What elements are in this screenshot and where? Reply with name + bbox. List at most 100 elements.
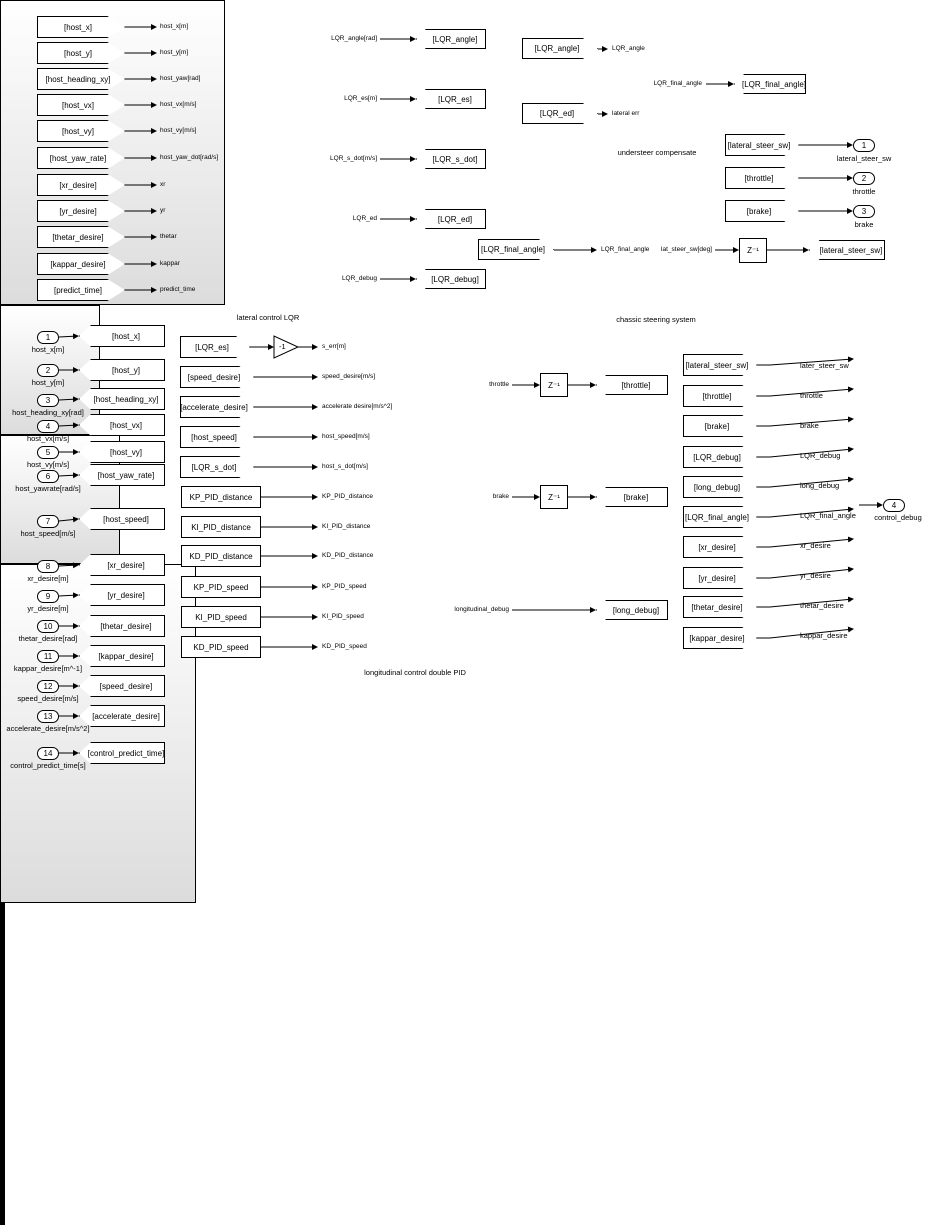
constant-7[interactable]: KD_PID_distance: [181, 545, 261, 567]
constant-5[interactable]: KP_PID_distance: [181, 486, 261, 508]
goto-tag-inport-10[interactable]: [thetar_desire]: [79, 615, 165, 637]
goto-tag-inport-9[interactable]: [yr_desire]: [79, 584, 165, 606]
goto-tag-inport-8[interactable]: [xr_desire]: [79, 554, 165, 576]
inport-8[interactable]: 8: [37, 560, 59, 573]
outport-control-debug[interactable]: 4: [883, 499, 905, 512]
constant-8[interactable]: KP_PID_speed: [181, 576, 261, 598]
from-tag-out-0[interactable]: [lateral_steer_sw]: [725, 134, 799, 156]
goto-tag-lqr-2[interactable]: [LQR_s_dot]: [416, 149, 486, 169]
goto-tag-inport-14[interactable]: [control_predict_time]: [79, 742, 165, 764]
from-tag-long-3[interactable]: [host_speed]: [180, 426, 254, 448]
goto-tag-lqr-3[interactable]: [LQR_ed]: [416, 209, 486, 229]
from-tag-mux-2[interactable]: [brake]: [683, 415, 757, 437]
lqr-outport-label: LQR_es[m]: [344, 95, 377, 102]
from-tag-out-2[interactable]: [brake]: [725, 200, 799, 222]
unit-delay-steer[interactable]: Z⁻¹: [739, 238, 767, 263]
goto-tag-inport-2[interactable]: [host_y]: [79, 359, 165, 381]
from-tag-chassis-in[interactable]: [LQR_final_angle]: [478, 239, 554, 260]
from-tag-mux-4[interactable]: [long_debug]: [683, 476, 757, 498]
inport-14[interactable]: 14: [37, 747, 59, 760]
goto-tag-inport-4[interactable]: [host_vx]: [79, 414, 165, 436]
goto-tag-long-2[interactable]: [long_debug]: [596, 600, 668, 620]
from-tag-mux-5[interactable]: [LQR_final_angle]: [683, 506, 757, 528]
from-tag-mux-8[interactable]: [thetar_desire]: [683, 596, 757, 618]
inport-5[interactable]: 5: [37, 446, 59, 459]
inport-1[interactable]: 1: [37, 331, 59, 344]
from-tag-lqr-5[interactable]: [host_yaw_rate]: [37, 147, 125, 169]
from-tag-lqr-7[interactable]: [yr_desire]: [37, 200, 125, 222]
gain-block[interactable]: [273, 335, 300, 359]
inport-6[interactable]: 6: [37, 470, 59, 483]
understeer-caption: understeer compensate: [617, 148, 697, 157]
lqr-inport-label: yr: [160, 207, 166, 214]
from-tag-lqr-0[interactable]: [host_x]: [37, 16, 125, 38]
goto-tag-lqr-4[interactable]: [LQR_debug]: [416, 269, 486, 289]
mux-block[interactable]: [0, 903, 5, 1225]
constant-6[interactable]: KI_PID_distance: [181, 516, 261, 538]
from-tag-mux-6[interactable]: [xr_desire]: [683, 536, 757, 558]
from-tag-lqr-10[interactable]: [predict_time]: [37, 279, 125, 301]
inport-13[interactable]: 13: [37, 710, 59, 723]
from-tag-lqr-4[interactable]: [host_vy]: [37, 120, 125, 142]
goto-tag-lqr-0[interactable]: [LQR_angle]: [416, 29, 486, 49]
unit-delay-0[interactable]: Z⁻¹: [540, 373, 568, 397]
understeer-outport-label: LQR_final_angle: [653, 80, 702, 87]
inport-7[interactable]: 7: [37, 515, 59, 528]
from-tag-out-1[interactable]: [throttle]: [725, 167, 799, 189]
from-tag-lqr-angle[interactable]: [LQR_angle]: [522, 38, 598, 59]
goto-tag-inport-12[interactable]: [speed_desire]: [79, 675, 165, 697]
mux-input-line: [757, 356, 854, 366]
from-tag-long-2[interactable]: [accelerate_desire]: [180, 396, 254, 418]
goto-tag-inport-13[interactable]: [accelerate_desire]: [79, 705, 165, 727]
inport-4[interactable]: 4: [37, 420, 59, 433]
from-tag-mux-0[interactable]: [lateral_steer_sw]: [683, 354, 757, 376]
goto-tag-inport-1[interactable]: [host_x]: [79, 325, 165, 347]
goto-tag-inport-3[interactable]: [host_heading_xy]: [79, 388, 165, 410]
from-tag-lqr-2[interactable]: [host_heading_xy]: [37, 68, 125, 90]
from-tag-lqr-9[interactable]: [kappar_desire]: [37, 253, 125, 275]
inport-10[interactable]: 10: [37, 620, 59, 633]
from-tag-lqr-8[interactable]: [thetar_desire]: [37, 226, 125, 248]
from-tag-long-4[interactable]: [LQR_s_dot]: [180, 456, 254, 478]
outport-2[interactable]: 2: [853, 172, 875, 185]
goto-tag-inport-5[interactable]: [host_vy]: [79, 441, 165, 463]
goto-tag-long-0[interactable]: [throttle]: [596, 375, 668, 395]
inport-11[interactable]: 11: [37, 650, 59, 663]
inport-9[interactable]: 9: [37, 590, 59, 603]
inport-line: [58, 422, 79, 429]
mux-input-line: [757, 536, 854, 548]
goto-tag-final-angle[interactable]: [LQR_final_angle]: [734, 74, 806, 94]
from-tag-lqr-1[interactable]: [host_y]: [37, 42, 125, 64]
goto-tag-lqr-1[interactable]: [LQR_es]: [416, 89, 486, 109]
outport-1[interactable]: 1: [853, 139, 875, 152]
from-tag-lqr-ed[interactable]: [LQR_ed]: [522, 103, 598, 124]
from-tag-lqr-6[interactable]: [xr_desire]: [37, 174, 125, 196]
inport-line: [58, 396, 79, 403]
goto-tag-inport-11[interactable]: [kappar_desire]: [79, 645, 165, 667]
from-tag-lqr-3[interactable]: [host_vx]: [37, 94, 125, 116]
unit-delay-1[interactable]: Z⁻¹: [540, 485, 568, 509]
goto-tag-lateral-steer[interactable]: [lateral_steer_sw]: [809, 240, 885, 260]
constant-9[interactable]: KI_PID_speed: [181, 606, 261, 628]
from-tag-mux-7[interactable]: [yr_desire]: [683, 567, 757, 589]
goto-tag-long-1[interactable]: [brake]: [596, 487, 668, 507]
inport-12[interactable]: 12: [37, 680, 59, 693]
inport-name: host_x[m]: [31, 345, 65, 354]
inport-3[interactable]: 3: [37, 394, 59, 407]
outport-3[interactable]: 3: [853, 205, 875, 218]
inport-name: host_heading_xy[rad]: [12, 408, 84, 417]
from-tag-lqr-es[interactable]: [LQR_es]: [180, 336, 250, 358]
goto-tag-inport-7[interactable]: [host_speed]: [79, 508, 165, 530]
mux-input-line: [757, 446, 854, 458]
constant-10[interactable]: KD_PID_speed: [181, 636, 261, 658]
from-tag-long-1[interactable]: [speed_desire]: [180, 366, 254, 388]
mux-signal-label: long_debug: [800, 481, 840, 490]
from-tag-mux-1[interactable]: [throttle]: [683, 385, 757, 407]
from-tag-mux-3[interactable]: [LQR_debug]: [683, 446, 757, 468]
inport-2[interactable]: 2: [37, 364, 59, 377]
goto-tag-inport-6[interactable]: [host_yaw_rate]: [79, 464, 165, 486]
lqr-inport-label: host_y[m]: [160, 49, 189, 56]
from-tag-mux-9[interactable]: [kappar_desire]: [683, 627, 757, 649]
lqr-inport-label: xr: [160, 181, 166, 188]
